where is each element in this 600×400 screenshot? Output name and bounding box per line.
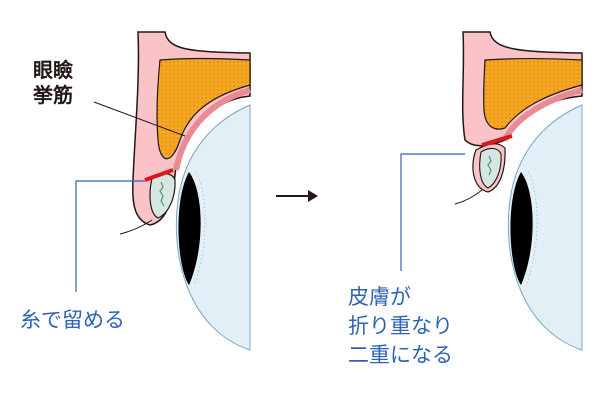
after-caption: 皮膚が 折り重なり 二重になる bbox=[348, 283, 453, 370]
eyelashes bbox=[454, 189, 483, 205]
iris bbox=[510, 172, 533, 285]
caption-line: 二重になる bbox=[348, 343, 453, 367]
levator-muscle bbox=[173, 87, 251, 171]
levator-muscle-label: 眼瞼 挙筋 bbox=[33, 58, 73, 108]
caption-line: 皮膚が bbox=[348, 285, 411, 309]
eyeball bbox=[175, 104, 251, 351]
levator-muscle bbox=[502, 87, 583, 142]
suture-line bbox=[481, 134, 513, 147]
suture-line bbox=[144, 168, 174, 182]
caption-leader-line bbox=[75, 180, 145, 292]
muscle-leader-line bbox=[93, 101, 186, 137]
meibomian-gland bbox=[159, 181, 165, 207]
meibomian-gland bbox=[487, 155, 492, 176]
caption-line: 折り重なり bbox=[348, 314, 453, 338]
caption-line: 糸で留める bbox=[20, 308, 125, 332]
after-panel bbox=[400, 31, 583, 351]
label-line: 挙筋 bbox=[33, 83, 73, 107]
label-line: 眼瞼 bbox=[33, 58, 73, 82]
before-caption: 糸で留める bbox=[20, 307, 125, 333]
before-panel bbox=[75, 31, 251, 351]
eyeball bbox=[507, 104, 583, 351]
orbital-fat bbox=[482, 57, 583, 130]
transition-arrow bbox=[276, 190, 318, 202]
caption-leader-line bbox=[400, 153, 465, 271]
eyelashes bbox=[119, 219, 153, 235]
iris bbox=[178, 172, 201, 285]
